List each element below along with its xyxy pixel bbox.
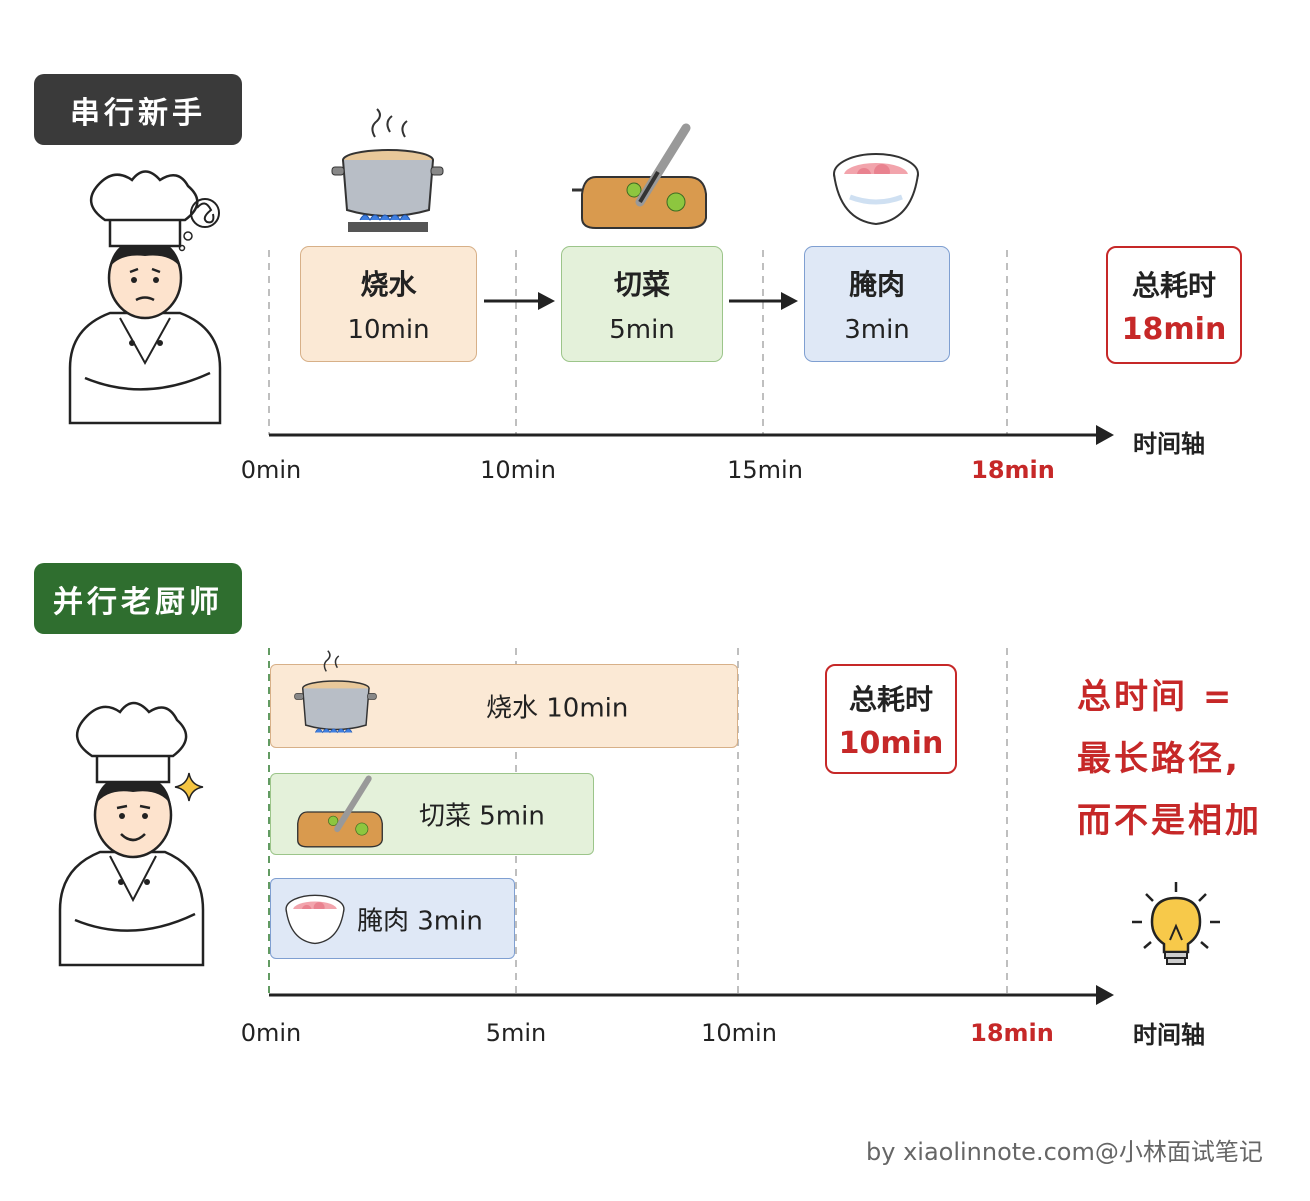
serial-total-box: 总耗时 18min: [1106, 246, 1242, 364]
task-name: 腌肉: [848, 268, 905, 301]
meat-bowl-icon: [833, 153, 919, 226]
conclusion-line: 总时间 =: [1077, 677, 1235, 717]
task-name: 切菜: [613, 268, 670, 301]
task-duration: 10min: [347, 315, 430, 345]
parallel-bar-marinate: 腌肉 3min: [270, 878, 515, 959]
chef-confident-icon: [58, 701, 205, 967]
parallel-tick: 18min: [970, 1019, 1054, 1047]
lightbulb-icon: [1132, 882, 1220, 965]
parallel-total-value: 10min: [838, 725, 944, 761]
chef-worried-icon: [68, 170, 222, 425]
serial-task-chop: 切菜 5min: [561, 246, 723, 362]
parallel-title: 并行老厨师: [53, 584, 223, 620]
sparkle-icon: [174, 772, 204, 802]
serial-total-label: 总耗时: [1131, 268, 1216, 302]
serial-tick: 18min: [971, 456, 1055, 484]
serial-tick: 15min: [727, 456, 803, 484]
serial-title: 串行新手: [70, 95, 206, 131]
parallel-tick: 5min: [485, 1019, 547, 1047]
parallel-bar-chop: 切菜 5min: [270, 773, 594, 855]
serial-task-boil: 烧水 10min: [300, 246, 477, 362]
task-duration: 3min: [844, 315, 910, 345]
footer-credit: by xiaolinnote.com@小林面试笔记: [866, 1138, 1263, 1166]
serial-title-badge: 串行新手: [34, 74, 242, 145]
bar-label: 切菜 5min: [419, 801, 545, 832]
serial-tick: 0min: [240, 456, 302, 484]
task-duration: 5min: [609, 315, 675, 345]
serial-total-value: 18min: [1121, 311, 1227, 347]
parallel-title-badge: 并行老厨师: [34, 563, 242, 634]
serial-axis: [268, 250, 1114, 445]
parallel-axis: [268, 648, 1114, 1005]
serial-tick: 10min: [480, 456, 556, 484]
meat-bowl-icon: [285, 894, 345, 945]
parallel-axis-label: 时间轴: [1133, 1021, 1205, 1049]
bar-label: 腌肉 3min: [357, 906, 483, 936]
conclusion-line: 最长路径,: [1077, 739, 1241, 779]
conclusion-text: 总时间 = 最长路径, 而不是相加: [1077, 666, 1262, 852]
pot-icon: [294, 650, 377, 734]
cutting-board-icon: [297, 775, 383, 848]
serial-axis-label: 时间轴: [1133, 430, 1205, 458]
task-name: 烧水: [360, 268, 417, 301]
conclusion-line: 而不是相加: [1077, 801, 1262, 841]
parallel-tick: 0min: [240, 1019, 302, 1047]
cutting-board-icon: [572, 123, 707, 229]
parallel-total-box: 总耗时 10min: [825, 664, 957, 774]
pot-icon: [331, 108, 444, 232]
parallel-bar-boil: 烧水 10min: [270, 650, 738, 748]
bar-label: 烧水 10min: [486, 693, 629, 724]
serial-task-marinate: 腌肉 3min: [804, 246, 950, 362]
parallel-tick: 10min: [701, 1019, 777, 1047]
parallel-total-label: 总耗时: [848, 682, 933, 716]
